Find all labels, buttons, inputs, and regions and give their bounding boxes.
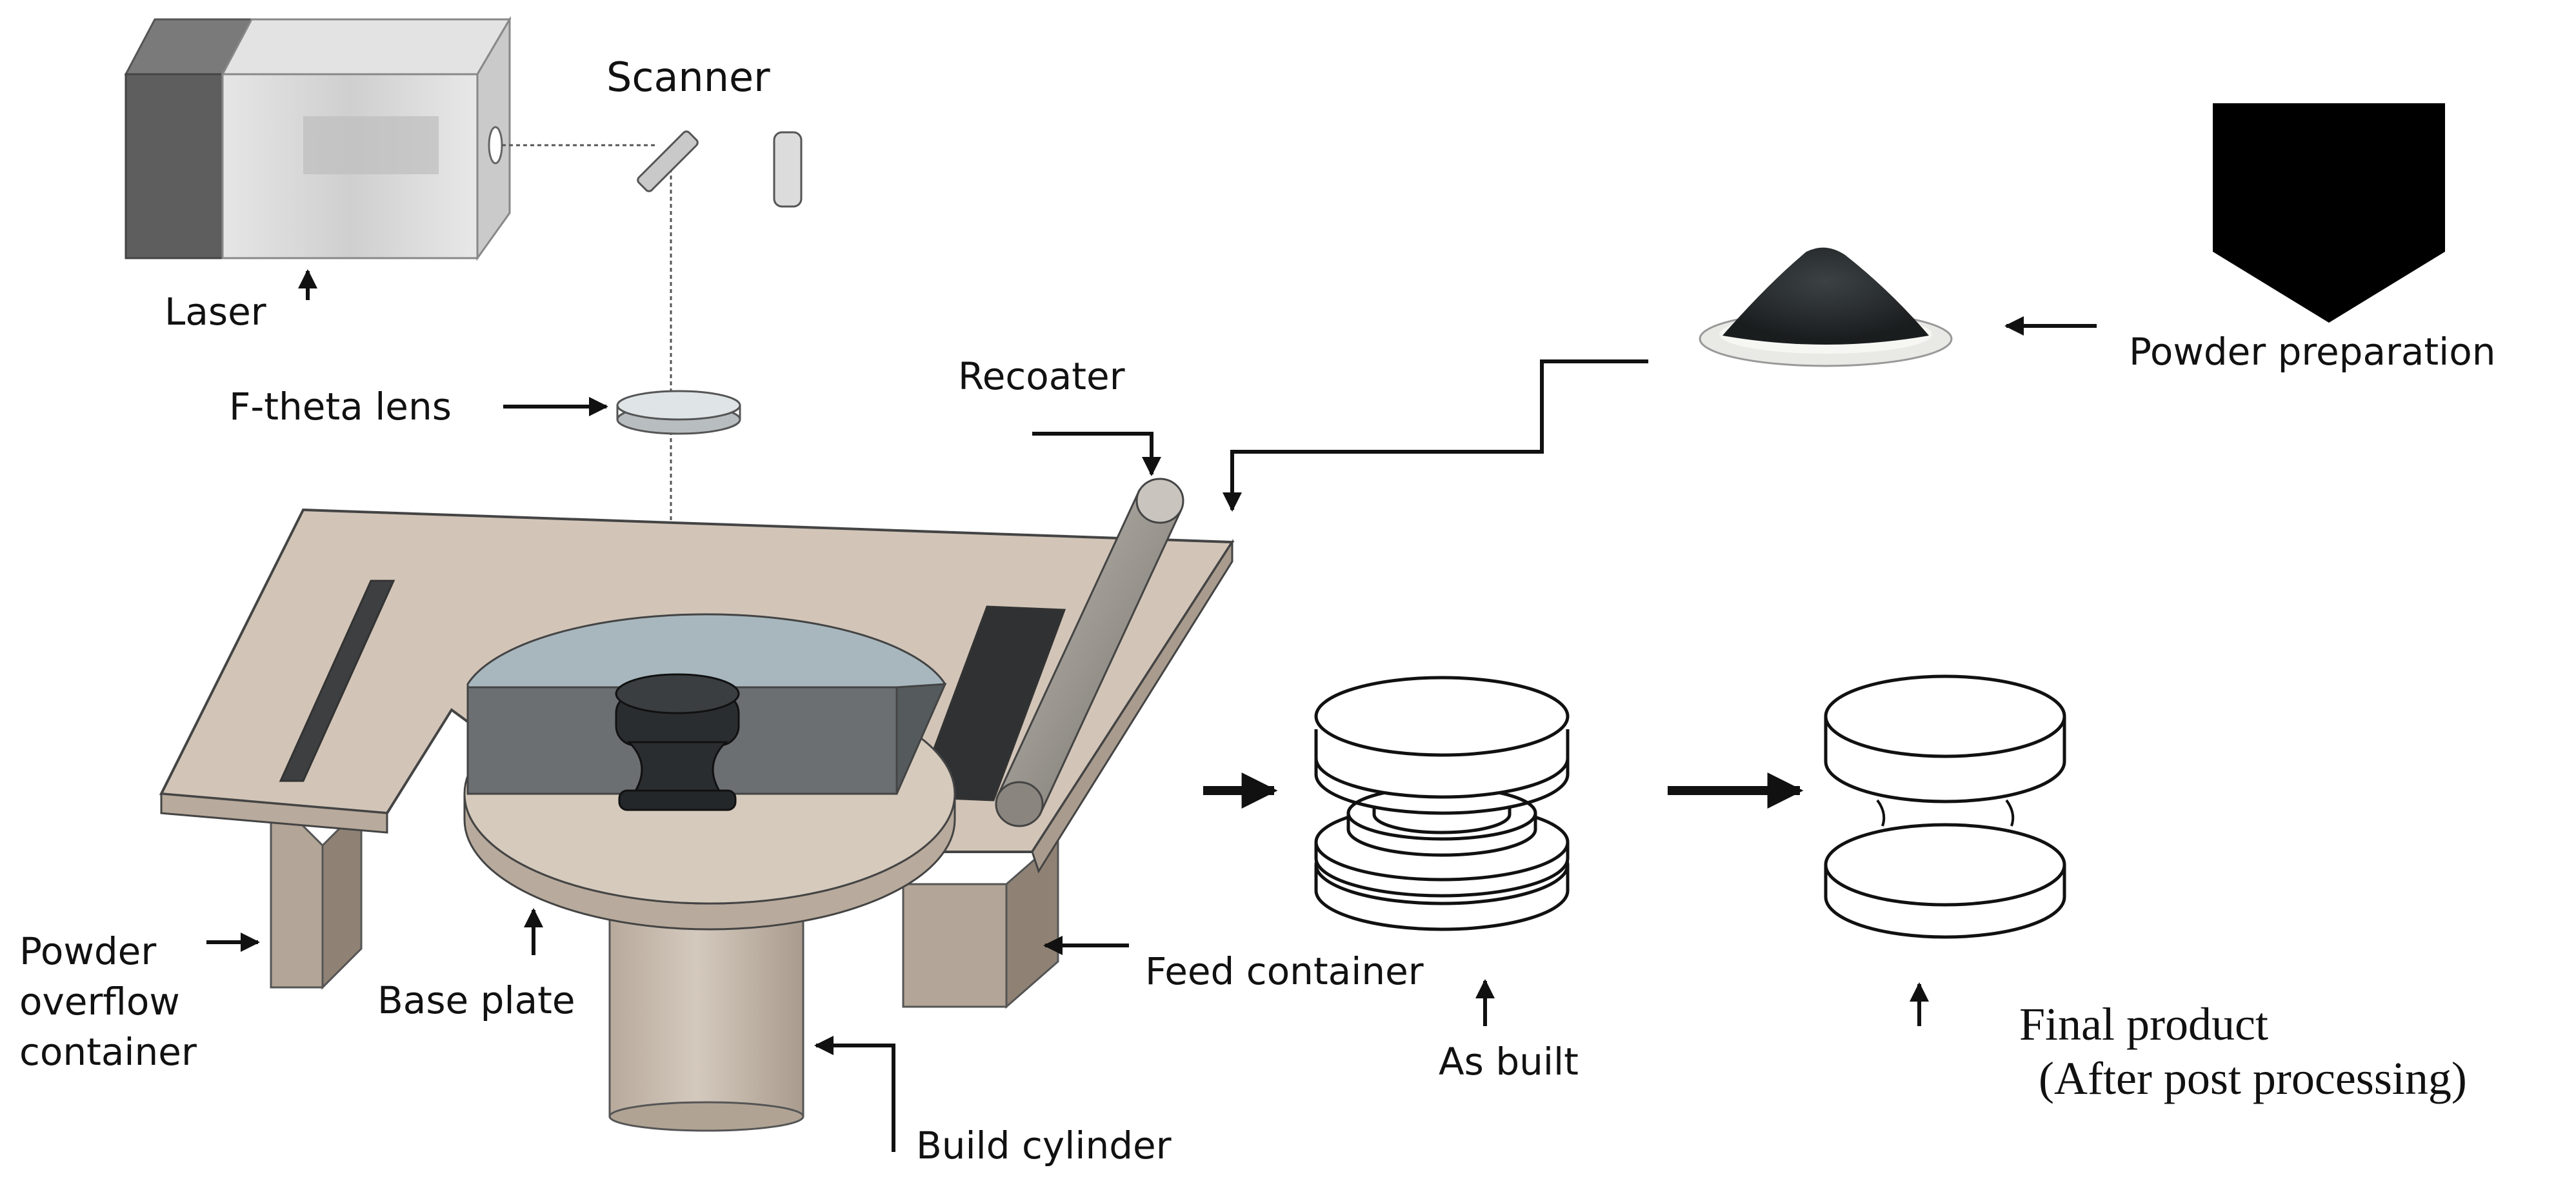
powder-overflow-line-2: overflow [19,980,180,1024]
f-theta-lens-label: F-theta lens [229,385,452,429]
powder-overflow-line-1: Powder [19,929,157,973]
base-plate-label: Base plate [377,978,575,1022]
recoater-arrow [1032,432,1161,476]
platform-edge-left [160,792,388,834]
arrows [206,269,2097,1152]
final-product-line-2: (After post processing) [2039,1053,2467,1104]
final-product-line-1: Final product [2019,998,2268,1050]
laser-front-dark [125,73,224,259]
laser-top-light [221,18,512,76]
recoater-label: Recoater [958,354,1125,398]
recoater-roller [995,478,1184,827]
laser-label: Laser [165,290,266,334]
powder-pile [1722,247,1929,345]
feed-container-label: Feed container [1145,949,1424,993]
build-cylinder-label: Build cylinder [916,1124,1172,1167]
powder-feed-arrow [1223,359,1648,512]
final-product-part [1824,674,2066,939]
laser-core [303,116,439,174]
powder-preparation-label: Powder preparation [2129,330,2496,374]
final-product-label: Final product (After post processing) [2019,997,2467,1105]
as-built-label: As built [1439,1040,1579,1084]
laser-unit [124,15,512,261]
platform-edge-right [1031,538,1233,874]
hopper [2213,103,2445,323]
powder-overflow-line-3: container [19,1030,197,1074]
scanner-label: Scanner [606,54,770,101]
scanner-mirrors [637,130,803,208]
laser-aperture [488,126,503,165]
build-cylinder-arrow [814,1036,895,1152]
powder-overflow-container-label: Powder overflow container [19,926,197,1077]
as-built-part [1314,676,1570,931]
scanner-mirror-2 [773,131,803,208]
powder-plate [1699,247,1953,367]
feed-slot [914,605,1066,802]
build-cylinder-group [463,613,956,1132]
f-theta-lens [616,390,741,435]
overflow-slot [279,580,395,782]
printed-part [615,673,740,811]
